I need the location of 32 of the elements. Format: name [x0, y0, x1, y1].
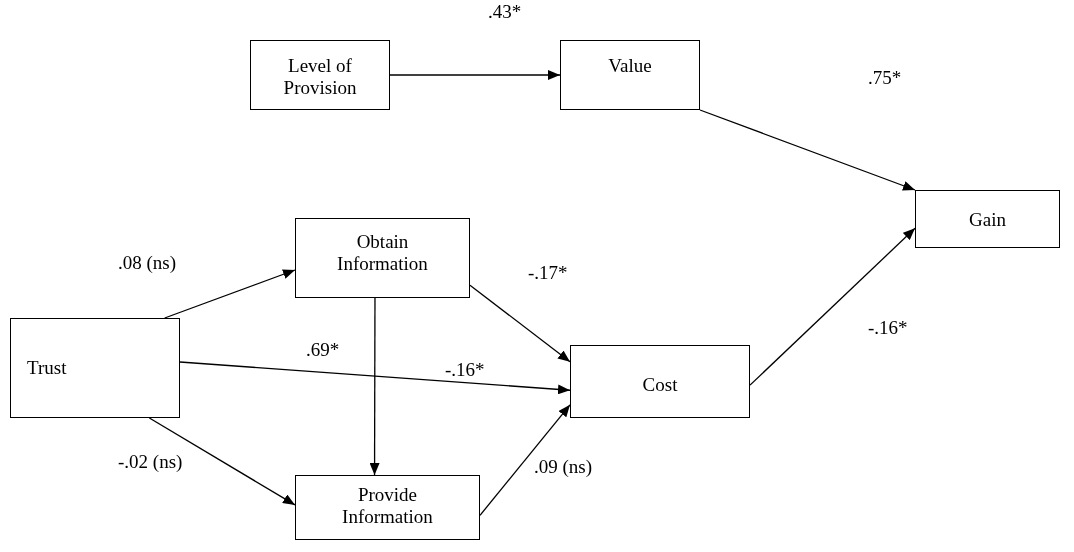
- variable-box: [295, 218, 470, 298]
- variable-name: Value: [608, 55, 652, 77]
- arrow: [479, 404, 571, 516]
- variable-box: [295, 475, 480, 540]
- path-coefficient: -.16*: [445, 360, 485, 379]
- variable-box: [570, 345, 750, 418]
- path-coefficient: .75*: [868, 68, 902, 87]
- variable-name: Level of Provision: [282, 55, 358, 99]
- variable-name: Trust: [27, 357, 67, 379]
- variable-box: [915, 190, 1060, 248]
- arrow: [164, 269, 296, 319]
- arrow: [749, 227, 916, 386]
- path-coefficient: .09 (ns): [534, 457, 593, 476]
- path-coefficient: -.16*: [868, 318, 908, 337]
- variable-name: Provide Information: [341, 484, 434, 528]
- arrow: [148, 417, 296, 506]
- path-coefficient: .08 (ns): [118, 253, 177, 272]
- path-coefficient: .69*: [306, 340, 340, 359]
- variable-box: [10, 318, 180, 418]
- arrow: [369, 297, 380, 476]
- variable-name: Obtain Information: [336, 231, 429, 275]
- arrow: [469, 284, 571, 363]
- arrow: [179, 361, 571, 395]
- variable-name: Gain: [969, 209, 1006, 231]
- arrow: [699, 109, 916, 191]
- variable-box: [250, 40, 390, 110]
- arrow: [389, 70, 561, 80]
- path-coefficient: -.17*: [528, 263, 568, 282]
- variable-name: Cost: [642, 374, 678, 396]
- path-coefficient: .43*: [488, 2, 522, 21]
- variable-box: [560, 40, 700, 110]
- path-coefficient: -.02 (ns): [118, 452, 183, 471]
